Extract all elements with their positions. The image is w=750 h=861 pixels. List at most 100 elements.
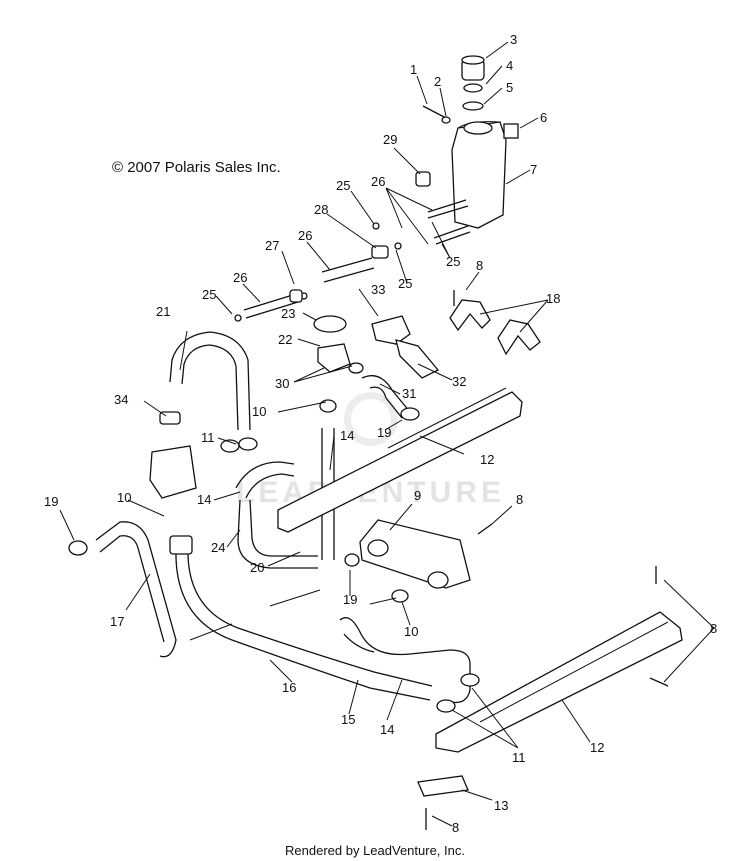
callout-21: 21	[156, 304, 170, 319]
part-drawings	[68, 55, 683, 830]
bracket-9-port	[367, 539, 389, 557]
callout-23: 23	[281, 306, 295, 321]
clamp-11-upper-b[interactable]	[238, 437, 258, 451]
hose-24[interactable]	[235, 461, 318, 569]
callout-25-a: 25	[336, 178, 350, 193]
callout-labels: 1 2 3 4 5 6 7 29 25 26 28 25 8 26 27 25 …	[44, 32, 717, 835]
tee-fitting[interactable]	[371, 245, 389, 259]
clip[interactable]	[503, 123, 519, 139]
callout-17: 17	[110, 614, 124, 629]
callout-10-b: 10	[117, 490, 131, 505]
bracket-9-port-b	[427, 571, 449, 589]
bracket-18-a[interactable]	[449, 299, 491, 332]
callout-10-c: 10	[404, 624, 418, 639]
hose-17[interactable]	[95, 521, 177, 658]
washer[interactable]	[441, 116, 451, 124]
hose-16[interactable]	[175, 555, 433, 701]
cap-top	[461, 55, 485, 65]
part-33[interactable]	[371, 315, 411, 345]
callout-28: 28	[314, 202, 328, 217]
copyright-notice: © 2007 Polaris Sales Inc.	[112, 159, 281, 176]
bracket-18-b[interactable]	[497, 319, 541, 356]
callout-1: 1	[410, 62, 417, 77]
fitting-25-d[interactable]	[394, 242, 402, 250]
hose-15[interactable]	[339, 617, 471, 704]
clamp-11-lower-a[interactable]	[460, 673, 480, 687]
callout-12-b: 12	[590, 740, 604, 755]
callout-26-c: 26	[233, 270, 247, 285]
hose-26-lower[interactable]	[433, 225, 471, 245]
callout-19-b: 19	[44, 494, 58, 509]
clamp-19-small[interactable]	[400, 407, 420, 421]
callout-10-a: 10	[252, 404, 266, 419]
fitting-25-c[interactable]	[372, 222, 380, 230]
callout-27: 27	[265, 238, 279, 253]
cap-seal[interactable]	[463, 83, 483, 93]
leader-lines	[59, 41, 715, 827]
callout-16: 16	[282, 680, 296, 695]
callout-9: 9	[414, 488, 421, 503]
screw[interactable]	[422, 105, 447, 119]
callout-11-a: 11	[201, 430, 215, 445]
callout-32: 32	[452, 374, 466, 389]
callout-14-b: 14	[197, 492, 211, 507]
hose-clamp-29[interactable]	[415, 171, 431, 187]
coolant-reservoir[interactable]	[451, 121, 507, 229]
callout-22: 22	[278, 332, 292, 347]
callout-30: 30	[275, 376, 289, 391]
callout-25-d: 25	[202, 287, 216, 302]
cap-gasket[interactable]	[462, 101, 484, 111]
clamp-19-mid[interactable]	[344, 553, 360, 567]
callout-11-b: 11	[512, 750, 526, 765]
screw-8-right-bottom[interactable]	[649, 677, 669, 687]
callout-2: 2	[434, 74, 441, 89]
mount-plate-13[interactable]	[417, 775, 469, 797]
clamp-11-lower-b[interactable]	[436, 699, 456, 713]
callout-3: 3	[510, 32, 517, 47]
fitting-27[interactable]	[289, 289, 303, 303]
callout-29: 29	[383, 132, 397, 147]
hose-21[interactable]	[169, 331, 251, 431]
callout-6: 6	[540, 110, 547, 125]
water-pump[interactable]	[149, 445, 197, 499]
thermostat-housing[interactable]	[317, 343, 351, 373]
clamp-10-mid[interactable]	[391, 589, 409, 603]
callout-25-b: 25	[446, 254, 460, 269]
watermark-logo	[344, 392, 398, 446]
heat-exchanger-upper[interactable]	[277, 391, 523, 533]
bracket-9[interactable]	[359, 519, 471, 589]
clamp-10-left[interactable]	[169, 535, 193, 555]
callout-8-c: 8	[710, 621, 717, 636]
callout-26-b: 26	[298, 228, 312, 243]
clamp-19-left[interactable]	[68, 540, 88, 556]
callout-14-c: 14	[380, 722, 394, 737]
callout-19-c: 19	[343, 592, 357, 607]
render-credit: Rendered by LeadVenture, Inc.	[285, 843, 465, 858]
callout-12-a: 12	[480, 452, 494, 467]
callout-31: 31	[402, 386, 416, 401]
callout-15: 15	[341, 712, 355, 727]
cap-23[interactable]	[313, 315, 347, 333]
reservoir-neck	[463, 121, 493, 135]
callout-24: 24	[211, 540, 225, 555]
callout-5: 5	[506, 80, 513, 95]
callout-4: 4	[506, 58, 513, 73]
callout-26-a: 26	[371, 174, 385, 189]
callout-33: 33	[371, 282, 385, 297]
callout-7: 7	[530, 162, 537, 177]
callout-34: 34	[114, 392, 128, 407]
fitting-25[interactable]	[234, 314, 242, 322]
bracket-32[interactable]	[395, 339, 440, 379]
callout-14-a: 14	[340, 428, 354, 443]
hose-26-upper[interactable]	[427, 199, 469, 219]
callout-8-d: 8	[452, 820, 459, 835]
clamp-10-upper[interactable]	[319, 399, 337, 413]
hose-26-left[interactable]	[243, 293, 299, 319]
screw-8-mid[interactable]	[477, 523, 493, 535]
callout-19-a: 19	[377, 425, 391, 440]
clamp-10-upper-b[interactable]	[348, 362, 364, 374]
callout-8-a: 8	[476, 258, 483, 273]
callout-25-c: 25	[398, 276, 412, 291]
callout-8-b: 8	[516, 492, 523, 507]
